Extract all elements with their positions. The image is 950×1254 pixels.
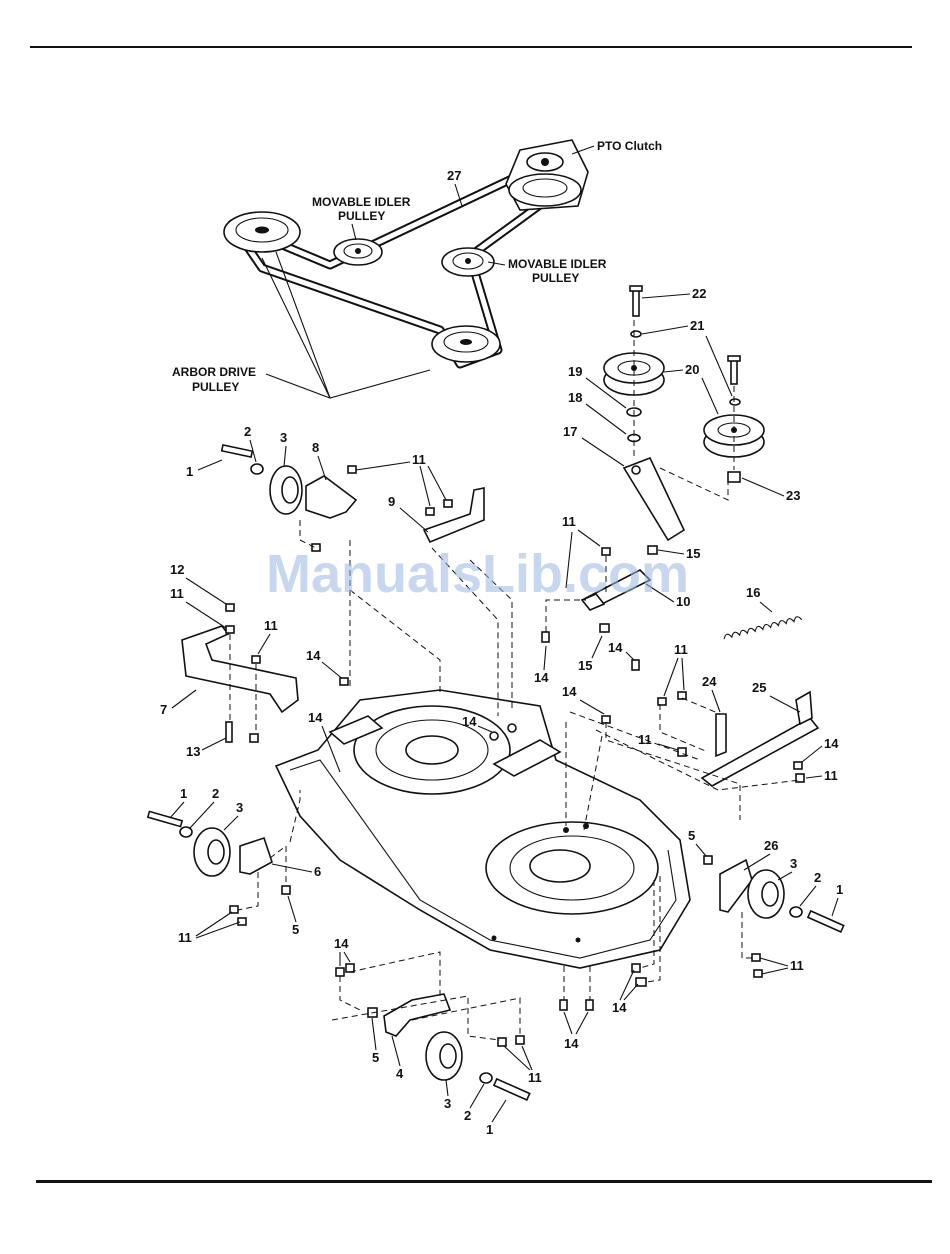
- callout-14-b10a: 14: [534, 670, 549, 685]
- callout-2-r: 2: [814, 870, 821, 885]
- wheel-assembly-mid-left: 1 2 3 6 5 11: [148, 786, 321, 945]
- callout-14-b10b: 14: [608, 640, 623, 655]
- callout-20: 20: [685, 362, 699, 377]
- callout-21: 21: [690, 318, 704, 333]
- arbor-drive-label-a: ARBOR DRIVE: [172, 365, 256, 379]
- pto-clutch-label: PTO Clutch: [597, 139, 662, 153]
- arbor-drive-pulley-left: [224, 212, 300, 252]
- callout-7: 7: [160, 702, 167, 717]
- callout-25: 25: [752, 680, 766, 695]
- callout-5-ml: 5: [292, 922, 299, 937]
- callout-11-r: 11: [790, 958, 804, 973]
- callout-5-b: 5: [372, 1050, 379, 1065]
- callout-17: 17: [563, 424, 577, 439]
- callout-11-b7b: 11: [264, 618, 278, 633]
- movable-idler-label-1b: PULLEY: [338, 209, 385, 223]
- spring: 16: [723, 585, 802, 639]
- callout-6: 6: [314, 864, 321, 879]
- callout-3-ml: 3: [236, 800, 243, 815]
- movable-idler-label-1a: MOVABLE IDLER: [312, 195, 411, 209]
- callout-11-b24: 11: [674, 642, 688, 657]
- callout-2-ml: 2: [212, 786, 219, 801]
- callout-1-ul: 1: [186, 464, 193, 479]
- bracket-9: 9: [388, 488, 484, 542]
- callout-8: 8: [312, 440, 319, 455]
- callout-13: 13: [186, 744, 200, 759]
- movable-idler-label-2a: MOVABLE IDLER: [508, 257, 607, 271]
- callout-2-ul: 2: [244, 424, 251, 439]
- idler-assembly: 22 21 20 19 18 17 23 15: [563, 286, 800, 561]
- callout-5-r: 5: [688, 828, 695, 843]
- callout-2-b: 2: [464, 1108, 471, 1123]
- callout-26: 26: [764, 838, 778, 853]
- callout-1-ml: 1: [180, 786, 187, 801]
- wheel-assembly-bottom: 14 5 4 3 2 1 11 14: [332, 936, 593, 1137]
- callout-15b: 15: [578, 658, 592, 673]
- callout-11-b25a: 11: [638, 732, 652, 747]
- callout-14-b24: 14: [562, 684, 577, 699]
- bracket-8: [306, 476, 356, 518]
- callout-11-b7a: 11: [170, 586, 184, 601]
- callout-14-deck-c: 14: [306, 648, 321, 663]
- callout-22: 22: [692, 286, 706, 301]
- callout-11-ul: 11: [412, 452, 426, 467]
- movable-idler-label-2b: PULLEY: [532, 271, 579, 285]
- callout-3-r: 3: [790, 856, 797, 871]
- belt-assembly: PTO Clutch MOVABLE IDLER PULLEY MOVABLE …: [172, 139, 662, 398]
- callout-16: 16: [746, 585, 760, 600]
- callout-11-b10: 11: [562, 514, 576, 529]
- mower-deck: 14 14 14: [276, 540, 690, 968]
- callout-27: 27: [447, 168, 461, 183]
- arbor-drive-label-b: PULLEY: [192, 380, 239, 394]
- callout-24: 24: [702, 674, 717, 689]
- callout-14-bottom-a: 14: [334, 936, 349, 951]
- callout-23: 23: [786, 488, 800, 503]
- callout-14-bottom-b: 14: [564, 1036, 579, 1051]
- callout-11-b: 11: [528, 1070, 542, 1085]
- callout-9: 9: [388, 494, 395, 509]
- callout-12: 12: [170, 562, 184, 577]
- callout-14-b25: 14: [824, 736, 839, 751]
- pto-clutch: [506, 140, 588, 210]
- watermark: ManualsLib.com: [266, 544, 689, 604]
- arbor-drive-pulley-center: [432, 326, 500, 362]
- callout-1-r: 1: [836, 882, 843, 897]
- bracket-6: [240, 838, 272, 874]
- movable-idler-pulley-1: [334, 239, 382, 265]
- callout-14-r: 14: [612, 1000, 627, 1015]
- callout-11-ml: 11: [178, 930, 192, 945]
- wheel-assembly-upper-left: 1 2 3 8 11: [186, 424, 446, 551]
- callout-3-ul: 3: [280, 430, 287, 445]
- callout-19: 19: [568, 364, 582, 379]
- callout-14-deck-b: 14: [462, 714, 477, 729]
- bracket-4: [384, 994, 450, 1036]
- callout-11-b25b: 11: [824, 768, 838, 783]
- callout-18: 18: [568, 390, 582, 405]
- callout-1-b: 1: [486, 1122, 493, 1137]
- movable-idler-pulley-2: [442, 248, 494, 276]
- callout-4: 4: [396, 1066, 404, 1081]
- callout-14-deck-a: 14: [308, 710, 323, 725]
- callout-3-b: 3: [444, 1096, 451, 1111]
